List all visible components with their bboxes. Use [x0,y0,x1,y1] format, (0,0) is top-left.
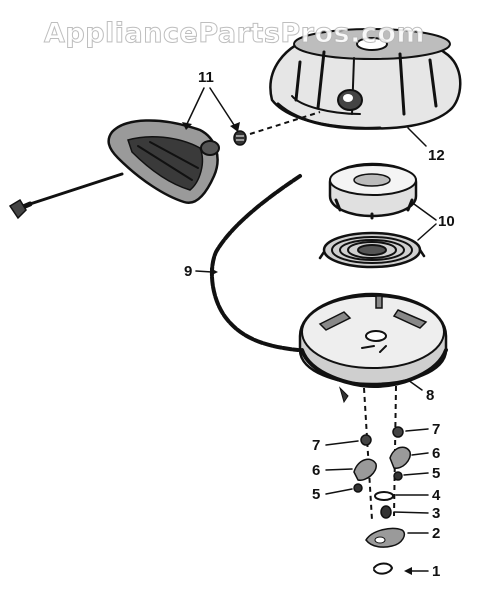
callout-6-right: 6 [432,445,440,462]
callout-1: 1 [432,563,440,580]
callout-11: 11 [198,69,214,86]
leader-8 [407,379,423,391]
part-3-bushing [380,505,392,519]
part-2-retainer-hole [374,536,386,544]
part-10-recoil-spring [318,231,426,269]
leader-12 [407,127,427,147]
callout-5-right: 5 [432,465,440,482]
handle-to-housing-dashed-line [249,111,321,135]
part-7-pin-left [360,434,372,446]
pulley-peg [338,386,349,404]
leader-3 [393,511,429,514]
leader-5-left [325,488,353,495]
part-9-starter-rope [209,174,302,352]
part-12-starter-housing [269,28,462,130]
arrow-head-9 [210,268,218,276]
part-1-clip [373,562,393,575]
part-11-starter-handle [8,119,220,220]
part-5-spring-right [393,471,403,481]
callout-7-left: 7 [312,437,320,454]
part-8-rope-pulley [298,292,448,388]
callout-8: 8 [426,387,434,404]
leader-5-right [403,472,429,476]
arrow-head-1 [404,567,412,575]
part-4-washer [374,491,394,501]
part-11-rope-anchor [233,130,247,146]
arrow-head-11b [230,122,240,132]
part-2-retainer [365,527,406,548]
leader-9 [195,270,213,273]
callout-10: 10 [438,213,455,230]
callout-4: 4 [432,487,441,504]
callout-3: 3 [432,505,440,522]
callout-6-left: 6 [312,462,320,479]
part-5-spring-left [353,483,363,493]
leader-7-right [405,428,429,432]
leader-7-left [325,440,359,446]
callout-5-left: 5 [312,486,320,503]
callout-2: 2 [432,525,440,542]
assembly-axis-left [363,387,373,521]
leader-10 [413,203,437,241]
part-6-pawl-right [389,446,411,469]
watermark-text: AppliancePartsPros.com [43,18,426,50]
part-7-pin-right [392,426,404,438]
leader-11 [185,87,237,129]
callout-7-right: 7 [432,421,440,438]
callout-9: 9 [184,263,192,280]
part-10-spring-cup [328,162,418,220]
part-6-pawl-left [353,458,377,481]
arrow-head-11a [182,122,192,130]
leader-6-left [325,468,353,471]
callout-12: 12 [428,147,445,164]
leader-6-right [411,452,429,456]
